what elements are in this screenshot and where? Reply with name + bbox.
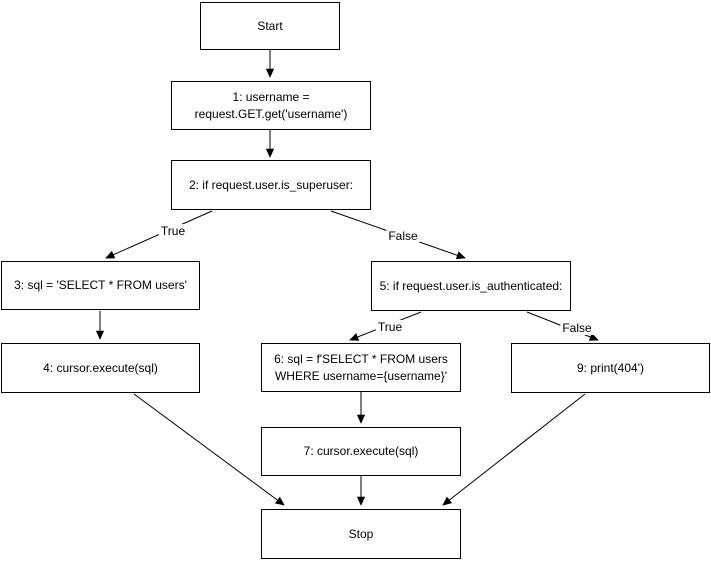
node-stop: Stop — [261, 509, 461, 559]
node-step7: 7: cursor.execute(sql) — [261, 427, 461, 476]
node-step4: 4: cursor.execute(sql) — [1, 343, 200, 393]
node-step9: 9: print(404') — [511, 343, 710, 393]
node-step5: 5: if request.user.is_authenticated: — [371, 261, 571, 311]
node-step6: 6: sql = f'SELECT * FROM users WHERE use… — [261, 343, 461, 392]
edge-label-superuser-false: False — [386, 229, 420, 243]
edge-label-authenticated-false: False — [560, 321, 594, 335]
node-step3: 3: sql = 'SELECT * FROM users' — [1, 261, 200, 310]
node-start: Start — [200, 2, 340, 50]
edge-step4-stop — [133, 393, 285, 506]
node-step1: 1: username = request.GET.get('username'… — [171, 81, 371, 130]
edge-label-authenticated-true: True — [375, 320, 405, 334]
edge-label-superuser-true: True — [158, 224, 188, 238]
edge-step9-stop — [442, 393, 586, 506]
node-step2: 2: if request.user.is_superuser: — [171, 160, 371, 210]
